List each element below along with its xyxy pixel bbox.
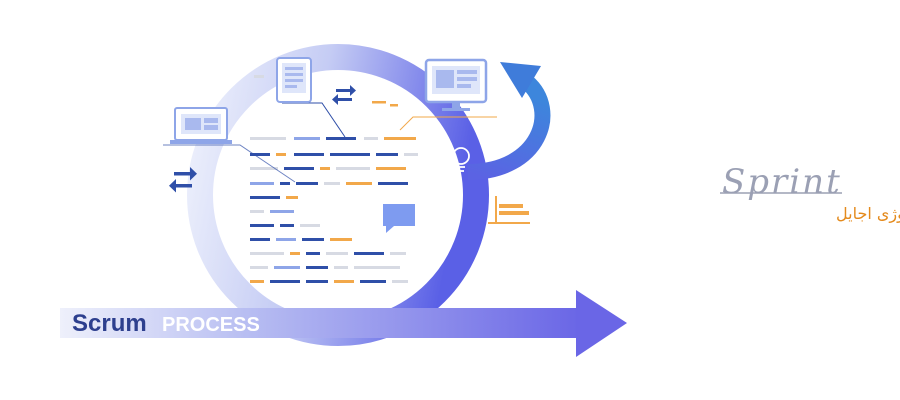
cycle-return-arrow <box>467 62 551 180</box>
chat-bubble-icon <box>383 204 415 233</box>
bar-chart-icon <box>488 196 530 224</box>
laptop-icon <box>170 107 232 144</box>
sprint-label: Sprint <box>722 162 842 202</box>
document-lines <box>250 137 418 283</box>
caption-text: پرطرفدارترین چارچوب متدولوژی اجایل <box>836 204 900 224</box>
decor-lines <box>372 101 398 107</box>
lightbulb-icon <box>452 147 470 172</box>
swap-arrows-icon <box>332 85 356 105</box>
monitor-icon <box>424 58 488 111</box>
document-panel <box>228 95 438 305</box>
scrum-label: Scrum <box>72 310 147 337</box>
process-label: PROCESS <box>162 314 260 336</box>
process-arrow <box>60 290 627 357</box>
tablet-icon <box>254 57 312 103</box>
swap-arrows-icon <box>169 167 197 193</box>
